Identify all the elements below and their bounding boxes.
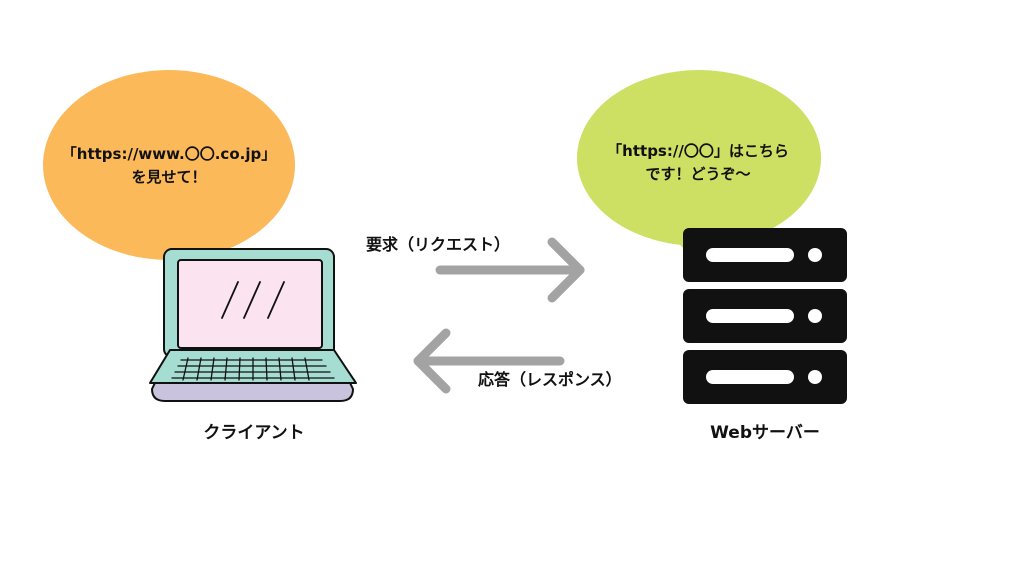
request-label: 要求（リクエスト）	[366, 235, 511, 254]
response-label: 応答（レスポンス）	[478, 370, 622, 389]
server-bubble-body	[577, 70, 821, 246]
client-bubble-line2: を見せて！	[131, 168, 207, 187]
request-arrow	[435, 237, 585, 303]
server-bubble-line1: 「https://〇〇」はこちら	[607, 142, 789, 160]
server-slot-3	[706, 370, 794, 384]
server-bubble-line2: です！どうぞ〜	[645, 165, 751, 184]
client-bubble-body	[43, 70, 295, 260]
client-bubble-text: 「https://www.〇〇.co.jp」 を見せて！	[39, 143, 299, 190]
response-arrow	[413, 328, 565, 394]
server-slot-2	[706, 309, 794, 323]
server-slot-1	[706, 248, 794, 262]
server-led-1	[808, 248, 822, 262]
server-rack-icon	[683, 228, 847, 404]
laptop-icon	[149, 248, 357, 402]
client-bubble-line1: 「https://www.〇〇.co.jp」	[61, 145, 277, 163]
server-led-2	[808, 309, 822, 323]
server-led-3	[808, 370, 822, 384]
server-label: Webサーバー	[710, 423, 820, 443]
screen-glare-lines	[221, 281, 285, 319]
server-bubble-text: 「https://〇〇」はこちら です！どうぞ〜	[578, 140, 818, 187]
laptop-keyboard	[171, 357, 335, 381]
client-label: クライアント	[203, 423, 305, 443]
